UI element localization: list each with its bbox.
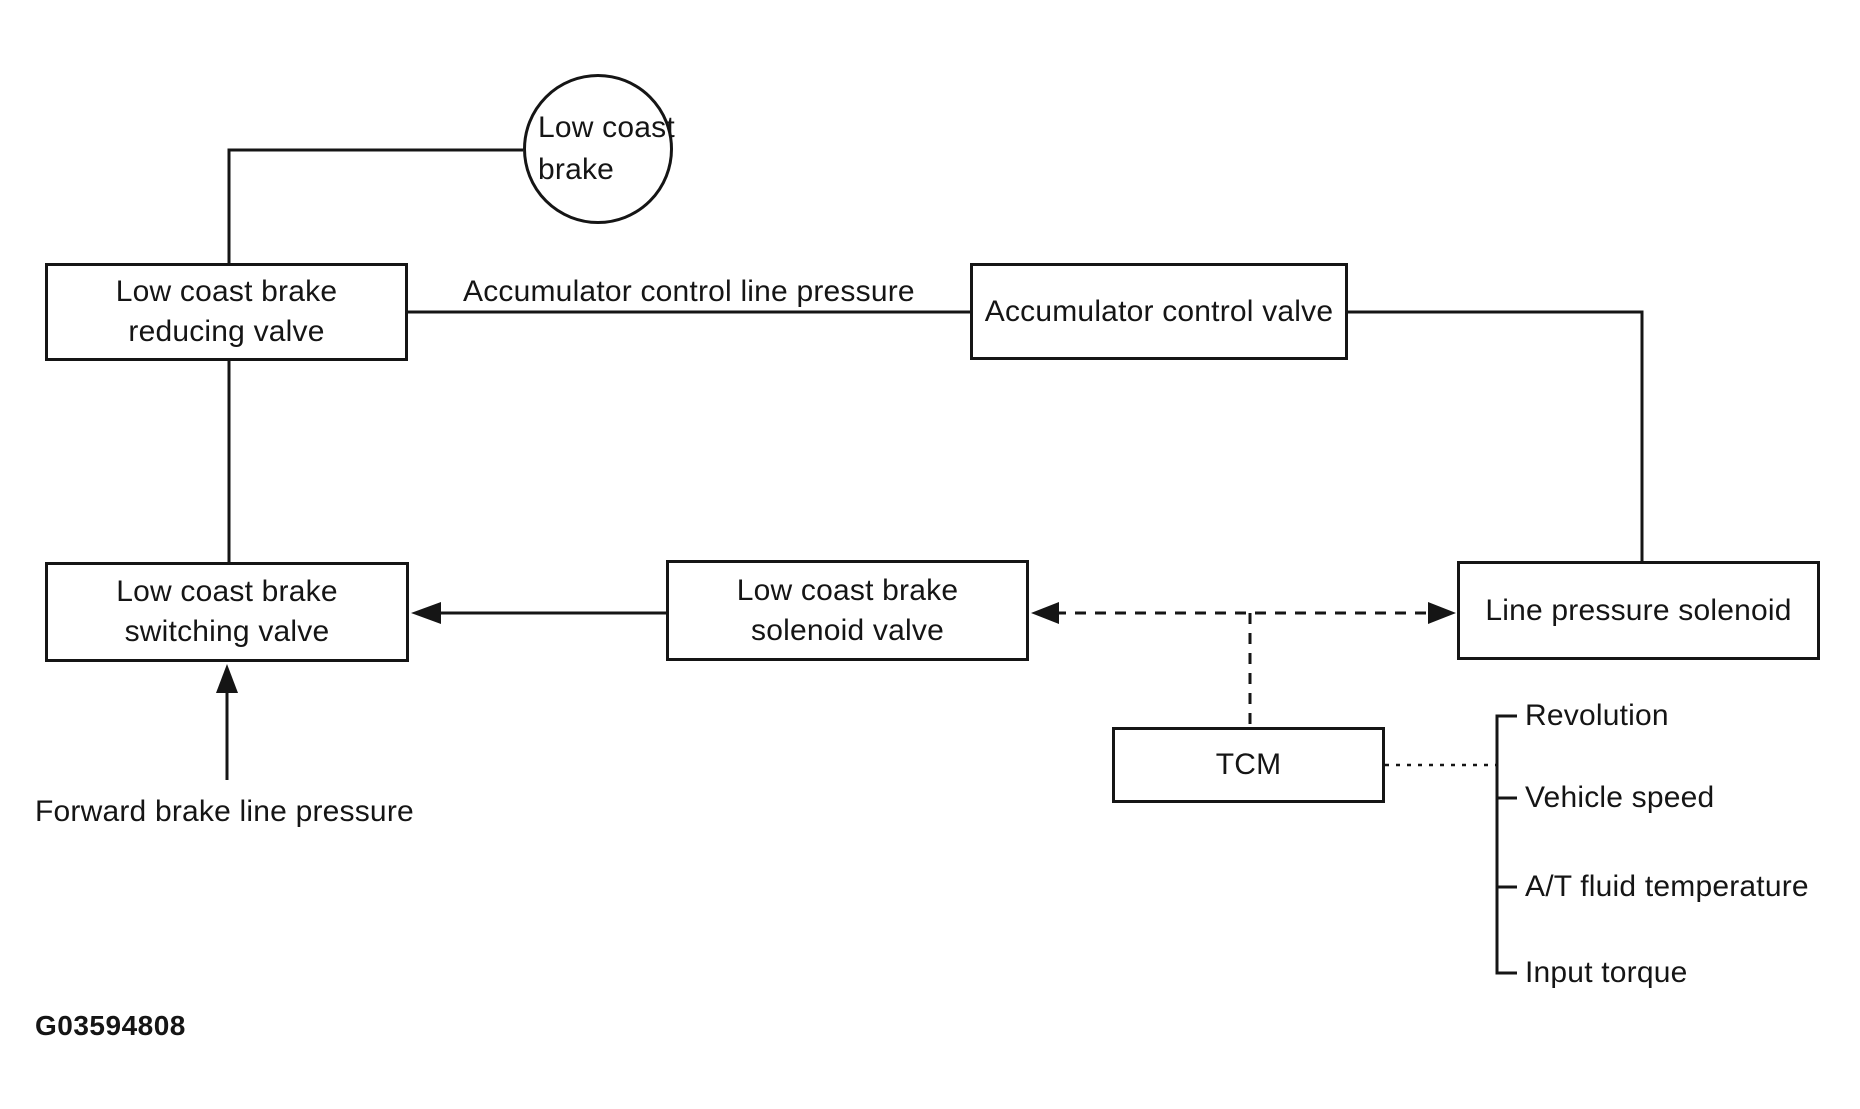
- node-reducing-valve-line2: reducing valve: [128, 315, 325, 348]
- node-solenoid-valve-line1: Low coast brake: [736, 573, 959, 607]
- figure-id: G03594808: [35, 1010, 186, 1041]
- tcm-inputs-bracket: [1495, 714, 1517, 975]
- label-tcm-input-revolution: Revolution: [1525, 699, 1669, 732]
- node-solenoid-valve: Low coast brake solenoid valve: [666, 560, 1029, 661]
- node-switching-valve-line2: switching valve: [124, 615, 330, 648]
- node-line-pressure-solenoid-label: Line pressure solenoid: [1485, 593, 1792, 627]
- label-tcm-input-vehicle-speed: Vehicle speed: [1525, 781, 1715, 814]
- arrowhead-into-solenoid-valve: [1031, 602, 1059, 624]
- node-accumulator-control-valve-label: Accumulator control valve: [984, 294, 1334, 328]
- line-reducing-to-brake-circle: [227, 148, 523, 263]
- arrowhead-into-switching-valve-bottom: [216, 664, 238, 693]
- node-low-coast-brake-line1: Low coast: [538, 111, 675, 144]
- node-switching-valve: Low coast brake switching valve: [45, 562, 409, 662]
- node-solenoid-valve-line2: solenoid valve: [751, 613, 944, 647]
- node-line-pressure-solenoid: Line pressure solenoid: [1457, 561, 1820, 660]
- label-forward-brake-line-pressure: Forward brake line pressure: [35, 795, 414, 828]
- node-reducing-valve: Low coast brake reducing valve: [45, 263, 408, 361]
- label-tcm-input-input-torque: Input torque: [1525, 956, 1688, 989]
- label-tcm-input-fluid-temperature: A/T fluid temperature: [1525, 870, 1809, 903]
- node-tcm-label: TCM: [1215, 748, 1282, 781]
- arrowhead-into-line-pressure-solenoid: [1428, 602, 1456, 624]
- node-accumulator-control-valve: Accumulator control valve: [970, 263, 1348, 360]
- label-accumulator-control-line-pressure: Accumulator control line pressure: [463, 275, 915, 308]
- node-tcm: TCM: [1112, 727, 1385, 803]
- arrowhead-into-switching-valve: [411, 602, 441, 624]
- node-reducing-valve-line1: Low coast brake: [115, 275, 338, 308]
- node-low-coast-brake-line2: brake: [538, 153, 615, 186]
- node-switching-valve-line1: Low coast brake: [116, 575, 338, 608]
- line-accumulator-to-linepressure: [1348, 310, 1644, 561]
- node-low-coast-brake: Low coast brake: [523, 74, 675, 224]
